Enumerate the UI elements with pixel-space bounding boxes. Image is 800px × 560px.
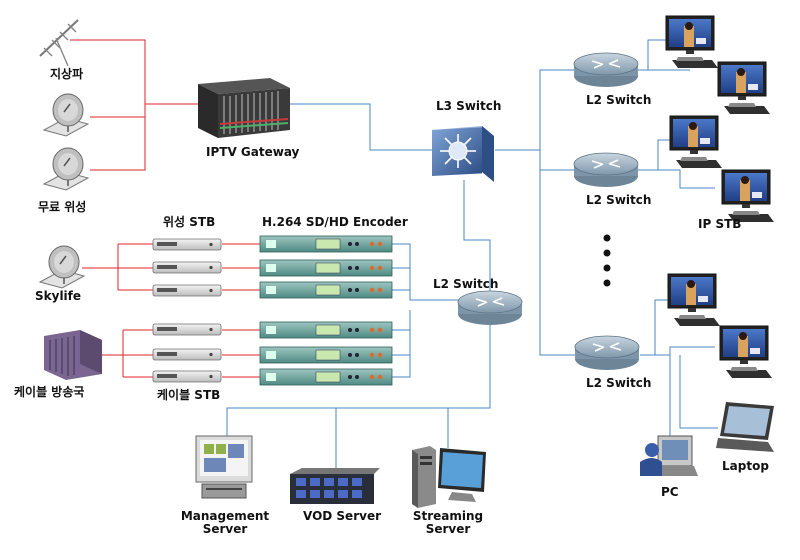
iptv-gateway-label: IPTV Gateway xyxy=(206,145,300,159)
encoder-label: H.264 SD/HD Encoder xyxy=(262,215,408,229)
cable-station-icon xyxy=(44,330,102,380)
l2-switch-center-label: L2 Switch xyxy=(433,277,499,291)
skylife-label: Skylife xyxy=(35,289,82,303)
server-icon xyxy=(412,446,486,508)
tv-stb-icon xyxy=(667,273,721,327)
router-icon xyxy=(573,152,639,188)
encoder-icon xyxy=(259,235,393,253)
set-top-box-icon xyxy=(152,370,222,383)
set-top-box-icon xyxy=(152,348,222,361)
encoder-icon xyxy=(259,321,393,339)
l3-switch-icon xyxy=(432,126,494,182)
l2-switch-bottom-label: L2 Switch xyxy=(586,376,652,390)
ip-links xyxy=(226,39,718,470)
set-top-box-icon xyxy=(152,284,222,297)
tv-stb-icon xyxy=(719,325,773,379)
cable-stb-label: 케이블 STB xyxy=(157,388,221,402)
encoder-icon xyxy=(259,259,393,277)
router-icon xyxy=(457,290,523,326)
streaming-server-label: Streaming Server xyxy=(412,509,484,536)
tv-stb-icon xyxy=(717,61,771,115)
satellite-dish-icon xyxy=(42,147,90,191)
cable-station-label: 케이블 방송국 xyxy=(14,385,85,399)
antenna-icon xyxy=(39,19,79,67)
server-icon xyxy=(290,468,380,504)
set-top-box-icon xyxy=(152,323,222,336)
encoder-icon xyxy=(259,346,393,364)
encoder-icon xyxy=(259,281,393,299)
router-icon xyxy=(574,335,640,371)
management-server-label: Management Server xyxy=(180,509,270,536)
tv-stb-icon xyxy=(665,15,719,69)
satellite-dish-icon xyxy=(42,93,90,137)
laptop-label: Laptop xyxy=(722,459,769,473)
set-top-box-icon xyxy=(152,261,222,274)
l2-switch-top-label: L2 Switch xyxy=(586,93,652,107)
stb-links xyxy=(82,243,260,378)
source-links xyxy=(70,39,198,171)
terrestrial-label: 지상파 xyxy=(50,67,84,81)
set-top-box-icon xyxy=(152,238,222,251)
tv-stb-icon xyxy=(669,115,723,169)
vod-server-label: VOD Server xyxy=(303,509,381,523)
encoder-icon xyxy=(259,368,393,386)
more-switches-ellipsis xyxy=(603,234,611,287)
satellite-dish-icon xyxy=(38,245,86,289)
pc-label: PC xyxy=(661,485,679,499)
router-icon xyxy=(573,52,639,88)
pc-user-icon xyxy=(640,435,698,476)
free-satellite-label: 무료 위성 xyxy=(38,200,87,214)
gateway-chassis-icon xyxy=(198,78,290,138)
satellite-stb-label: 위성 STB xyxy=(163,215,216,229)
l2-switch-mid-label: L2 Switch xyxy=(586,193,652,207)
tv-stb-icon xyxy=(721,169,775,223)
server-icon xyxy=(195,435,253,499)
l3-switch-label: L3 Switch xyxy=(436,99,502,113)
ip-stb-label: IP STB xyxy=(698,217,742,231)
laptop-icon xyxy=(716,402,774,452)
